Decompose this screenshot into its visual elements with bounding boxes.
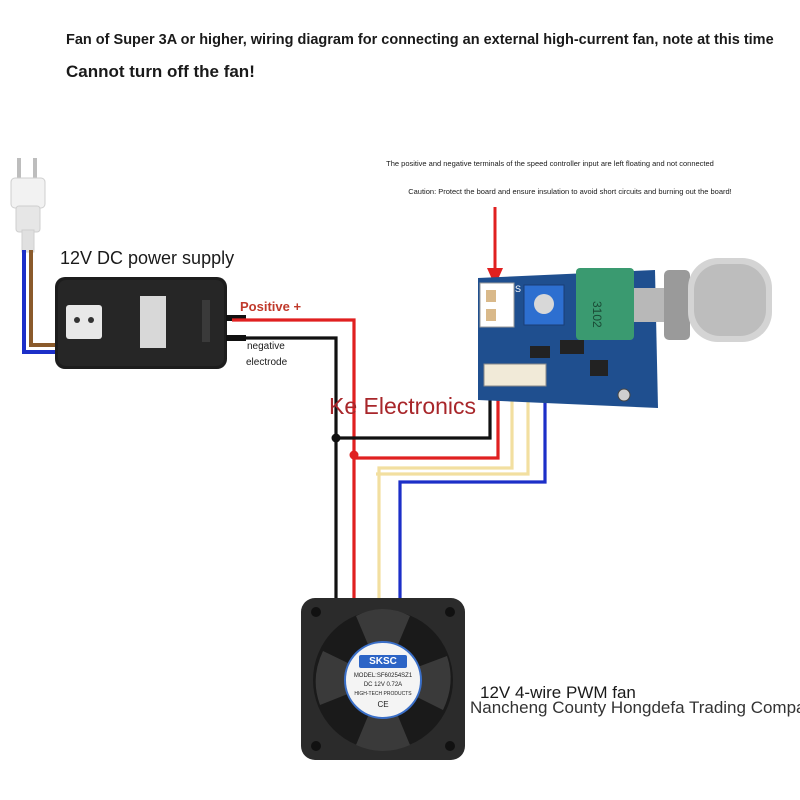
- title-line-2: Cannot turn off the fan!: [66, 62, 255, 81]
- wire-pwm-blue: [398, 385, 547, 600]
- fan-icon: [301, 598, 465, 760]
- junction-positive: [349, 450, 359, 460]
- power-supply-icon: [55, 277, 227, 369]
- junction-negative: [331, 433, 341, 443]
- controller-board-icon: [478, 268, 658, 408]
- mains-brown-wire: [29, 250, 60, 347]
- fan-ce-mark: CE: [377, 700, 388, 709]
- arrow-icon: [487, 207, 503, 286]
- terminal-marking: S: [515, 284, 521, 294]
- wire-signal-yellow: [377, 385, 514, 600]
- controller-note-1: The positive and negative terminals of t…: [386, 159, 714, 168]
- positive-label: Positive +: [240, 299, 302, 314]
- fan-maker: HIGH-TECH PRODUCTS: [354, 691, 412, 697]
- fan-brand-text: SKSC: [369, 656, 397, 667]
- wire-signal-yellow-2: [376, 385, 530, 476]
- wire-negative-to-board: [232, 336, 492, 440]
- pot-marking: 3102: [590, 301, 604, 328]
- fan-rating: DC 12V 0.72A: [364, 682, 402, 688]
- fan-model: MODEL:SF60254SZ1: [354, 673, 413, 679]
- company-label: Nancheng County Hongdefa Trading Company: [470, 698, 800, 717]
- controller-note-2: Caution: Protect the board and ensure in…: [408, 187, 732, 196]
- negative-label-2: electrode: [246, 357, 288, 368]
- title-line-1: Fan of Super 3A or higher, wiring diagra…: [66, 32, 774, 48]
- negative-label-1: negative: [247, 341, 285, 352]
- plug-icon: [10, 158, 46, 253]
- watermark: Ke Electronics: [329, 393, 477, 419]
- mains-blue-wire: [22, 250, 60, 354]
- fan-brand-badge: [359, 655, 407, 668]
- power-supply-label: 12V DC power supply: [60, 248, 235, 268]
- fan-label: 12V 4-wire PWM fan: [480, 683, 636, 702]
- knob-icon: [634, 258, 772, 342]
